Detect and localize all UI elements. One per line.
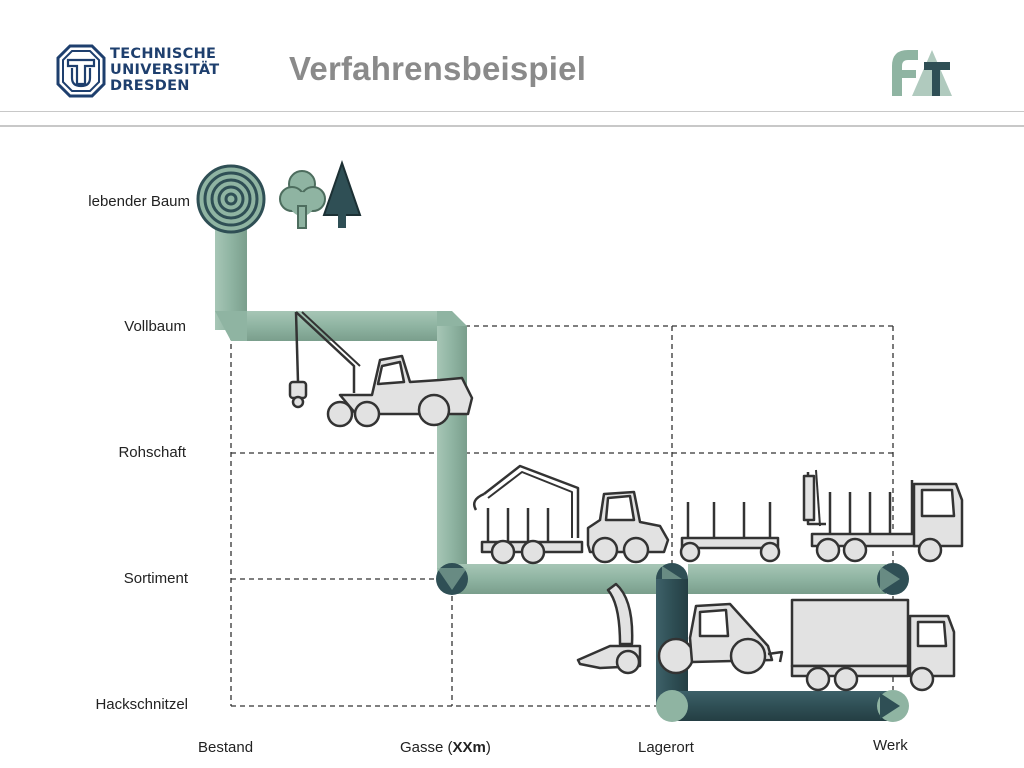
row-label-stem: Rohschaft — [118, 444, 186, 461]
forwarder-icon — [473, 464, 670, 565]
tu-dresden-logo: TECHNISCHE UNIVERSITÄT DRESDEN — [56, 44, 226, 100]
chipper-icon — [576, 582, 784, 675]
timber-truck-icon — [802, 469, 964, 563]
flow-path-chips — [436, 563, 909, 722]
institution-line-1: TECHNISCHE — [110, 46, 217, 62]
col-label-skid-trail-suffix: ) — [485, 739, 491, 756]
tu-seal-icon — [56, 44, 106, 98]
col-label-skid-trail-width: XXm — [452, 739, 486, 756]
row-label-assortment: Sortiment — [123, 570, 188, 587]
row-label-living-tree: lebender Baum — [88, 193, 190, 210]
trees-icon — [279, 159, 362, 229]
row-label-chips: Hackschnitzel — [95, 696, 188, 713]
institution-line-2: UNIVERSITÄT — [110, 62, 220, 78]
institution-name: TECHNISCHE UNIVERSITÄT DRESDEN — [110, 46, 220, 94]
flow-path-harvest — [215, 218, 886, 594]
col-label-stand: Bestand — [198, 739, 254, 756]
col-label-skid-trail-prefix: Gasse ( — [400, 739, 453, 756]
harvester-icon — [288, 311, 474, 428]
timber-trailer-icon — [679, 502, 781, 563]
header-divider-top — [0, 111, 1024, 112]
slide-title: Verfahrensbeispiel — [289, 50, 587, 87]
col-label-skid-trail: Gasse (XXm) — [400, 739, 491, 756]
institution-line-3: DRESDEN — [110, 78, 190, 94]
ft-logo-icon — [886, 44, 956, 100]
row-label-whole-tree: Vollbaum — [124, 318, 186, 335]
col-label-plant: Werk — [873, 737, 908, 754]
tree-rings-icon — [196, 164, 266, 234]
chip-truck-icon — [790, 598, 956, 692]
header-divider-bottom — [0, 125, 1024, 127]
slide-header: TECHNISCHE UNIVERSITÄT DRESDEN Verfahren… — [0, 0, 1024, 130]
col-label-storage: Lagerort — [638, 739, 694, 756]
